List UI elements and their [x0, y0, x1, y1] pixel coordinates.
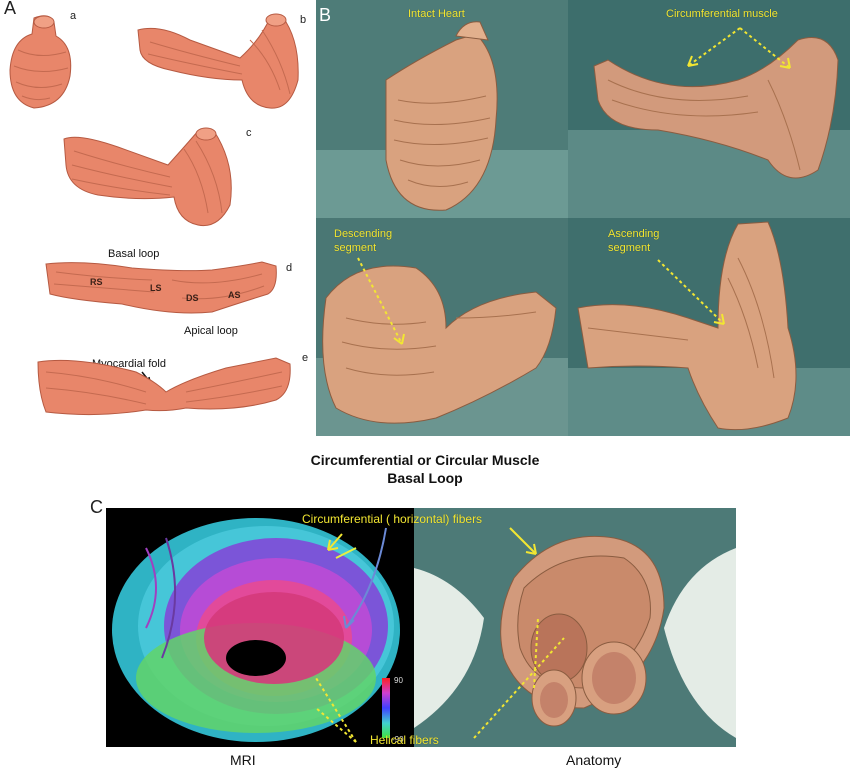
sub-letter-b: b	[300, 14, 307, 26]
descending-label-line2: segment	[334, 242, 377, 254]
descending-segment-photo	[316, 218, 568, 436]
sub-letter-a: a	[70, 10, 77, 22]
heart-illustration-a	[4, 10, 79, 110]
segment-label-ls: LS	[150, 283, 162, 293]
panel-a-letter: A	[4, 0, 17, 18]
colorbar-max-label: 90	[394, 676, 403, 685]
ascending-label-line1: Ascending	[608, 228, 660, 240]
caption-line1: Circumferential or Circular Muscle	[310, 452, 540, 468]
panel-c-letter: C	[90, 497, 103, 517]
ascending-label-line2: segment	[608, 242, 651, 254]
sub-letter-c: c	[246, 127, 252, 139]
mri-caption: MRI	[230, 752, 256, 768]
heart-illustration-b	[130, 10, 310, 110]
ascending-segment-photo	[568, 218, 850, 436]
caption-line2: Basal Loop	[387, 470, 463, 486]
apical-loop-label: Apical loop	[184, 325, 238, 337]
anatomy-photo	[414, 508, 736, 747]
segment-label-ds: DS	[186, 293, 199, 303]
helical-fibers-label: Helical fibers	[370, 733, 439, 747]
circumferential-muscle-label: Circumferential muscle	[666, 8, 778, 20]
sub-letter-d: d	[286, 262, 293, 274]
sub-letter-e: e	[302, 352, 309, 364]
panel-b-letter: B	[319, 5, 332, 25]
heart-illustration-d	[42, 258, 280, 318]
heart-illustration-e	[36, 352, 294, 422]
intact-heart-photo	[316, 0, 568, 218]
heart-illustration-c	[58, 125, 243, 230]
circumferential-arrows	[680, 24, 800, 74]
intact-heart-label: Intact Heart	[408, 8, 465, 20]
circumferential-fibers-label: Circumferential ( horizontal) fibers	[302, 512, 483, 526]
descending-label-line1: Descending	[334, 228, 393, 240]
mri-tractography-image	[106, 508, 414, 747]
descending-arrow	[350, 254, 410, 354]
ascending-arrow	[652, 256, 732, 332]
colorbar-min-label: -90	[392, 735, 404, 744]
segment-label-rs: RS	[90, 277, 103, 287]
basal-loop-label: Basal loop	[108, 248, 160, 260]
anatomy-caption: Anatomy	[566, 752, 622, 768]
segment-label-as: AS	[228, 290, 241, 300]
circumferential-muscle-photo	[568, 0, 850, 218]
